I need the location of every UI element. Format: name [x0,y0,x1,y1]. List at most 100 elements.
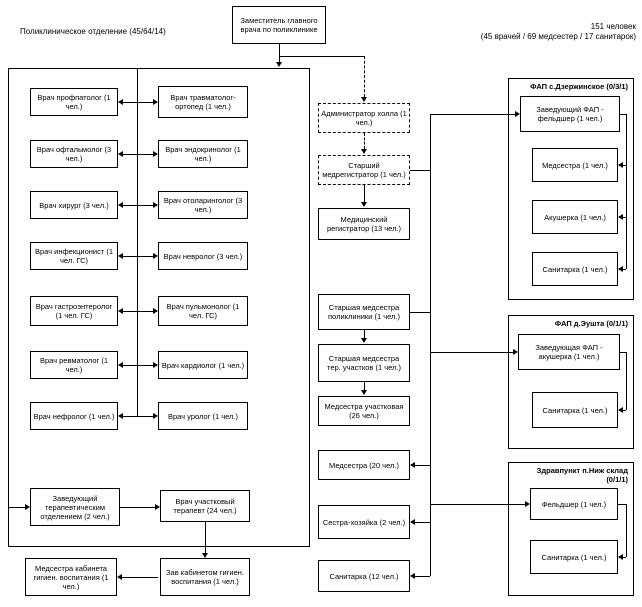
arrowhead [515,111,520,117]
connector [120,507,155,508]
connector [410,312,430,313]
box-doctor-hirurg: Врач хирург (3 чел.) [30,191,118,219]
arrowhead [525,501,530,507]
connector [626,352,627,410]
box-doctor-nevrolog: Врач невролог (3 чел.) [158,242,248,270]
box-doctor-travmatolog: Врач травматолог-ортопед (1 чел.) [158,86,248,118]
box-fap1-sanitarka: Санитарка (1 чел.) [532,252,618,286]
arrowhead [153,202,158,208]
connector [364,185,365,202]
box-hall-admin: Администратор холла (1 чел.) [318,103,410,133]
box-senior-registrar: Старший медрегистратор (1 чел.) [318,155,410,185]
box-sanitarka-12: Санитарка (12 чел.) [318,560,410,592]
connector [137,416,153,417]
fap2-frame: ФАП д.Эушта (0/1/1) [508,315,634,449]
connector [137,256,153,257]
arrowhead [153,99,158,105]
arrowhead [618,266,623,272]
box-doctor-infekcionist: Врач инфекционист (1 чел. ГС) [30,242,118,270]
arrowhead [513,349,518,355]
connector [364,330,365,338]
connector [137,205,153,206]
fap2-title: ФАП д.Эушта (0/1/1) [554,319,628,328]
connector [364,56,365,97]
box-doctor-revmatolog: Врач ревматолог (1 чел.) [30,351,118,379]
box-fap2-sanitarka: Санитарка (1 чел.) [532,392,618,428]
box-doctor-profpatolog: Врач профпатолог (1 чел.) [30,88,118,116]
connector [623,165,626,166]
box-housekeeper: Сестра-хозяйка (2 чел.) [318,505,410,539]
connector [626,504,627,557]
connector [123,154,137,155]
box-head-therapy-dept: Заведующий терапевтическим отделением (2… [30,488,120,526]
arrowhead [410,519,415,525]
connector [137,102,153,103]
connector [137,365,153,366]
arrowhead [618,162,623,168]
connector [430,504,525,505]
arrowhead [618,214,623,220]
arrowhead [117,574,122,580]
connector [430,352,513,353]
connector [123,365,137,366]
connector [122,577,158,578]
healthpost-frame: Здравпункт п.Ниж склад (0/1/1) [508,462,634,596]
connector [123,416,137,417]
box-doctor-pulmonolog: Врач пульмонолог (1 чел. ГС) [158,296,248,326]
connector [123,311,137,312]
connector [430,114,431,576]
connector [623,217,626,218]
box-deputy-chief: Заместитель главного врача по поликлиник… [232,6,326,44]
box-nurse: Медсестра (20 чел.) [318,450,410,480]
arrowhead [410,573,415,579]
connector [123,256,137,257]
connector [364,382,365,390]
connector [364,133,365,149]
connector [279,44,280,62]
arrowhead [153,362,158,368]
healthpost-title: Здравпункт п.Ниж склад (0/1/1) [536,466,628,484]
dept-label: Поликлиническое отделение (45/64/14) [20,27,166,36]
connector [137,154,153,155]
arrowhead [361,202,367,207]
box-doctor-nefrolog: Врач нефролог (1 чел.) [30,402,118,430]
box-fap1-head: Заведующий ФАП - фельдшер (1 чел.) [520,96,620,132]
box-med-registrar: Медицинский регистратор (13 чел.) [318,208,410,240]
totals-line1: 151 человек [590,22,636,31]
box-healthpost-sanitarka: Санитарка (1 чел.) [530,540,618,574]
fap1-frame: ФАП с.Дзержинское (0/3/1) [508,78,634,300]
totals-line2: (45 врачей / 69 медсестер / 17 санитарок… [480,32,636,41]
connector [410,170,430,171]
connector [8,507,25,508]
arrowhead [153,413,158,419]
box-doctor-otolaringolog: Врач отоларинголог (3 чел.) [158,191,248,219]
connector [137,311,153,312]
arrowhead [361,390,367,395]
arrowhead [118,362,123,368]
connector [137,68,138,416]
arrowhead [153,253,158,259]
arrowhead [153,151,158,157]
connector [623,269,626,270]
arrowhead [361,149,367,154]
arrowhead [118,308,123,314]
box-hygiene-nurse: Медсестра кабинета гигиен. воспитания (1… [25,558,117,596]
box-chief-nurse: Старшая медсестра поликлиники (1 чел.) [318,294,410,330]
box-doctor-oftalmolog: Врач офтальмолог (3 чел.) [30,140,118,168]
connector [620,352,626,353]
connector [626,114,627,269]
arrowhead [361,97,367,102]
box-chief-nurse-district: Старшая медсестра тер. участков (1 чел.) [318,344,410,382]
box-fap1-midwife: Акушерка (1 чел.) [532,200,618,234]
arrowhead [618,554,623,560]
box-hygiene-head: Зав кабинетом гигиен. воспитания (1 чел.… [160,558,250,596]
connector [123,102,137,103]
totals-label: 151 человек (45 врачей / 69 медсестер / … [420,22,636,42]
arrowhead [618,407,623,413]
fap1-title: ФАП с.Дзержинское (0/3/1) [530,82,628,91]
arrowhead [118,202,123,208]
connector [623,557,626,558]
arrowhead [118,151,123,157]
connector [123,205,137,206]
box-district-nurse: Медсестра участковая (26 чел.) [318,396,410,426]
